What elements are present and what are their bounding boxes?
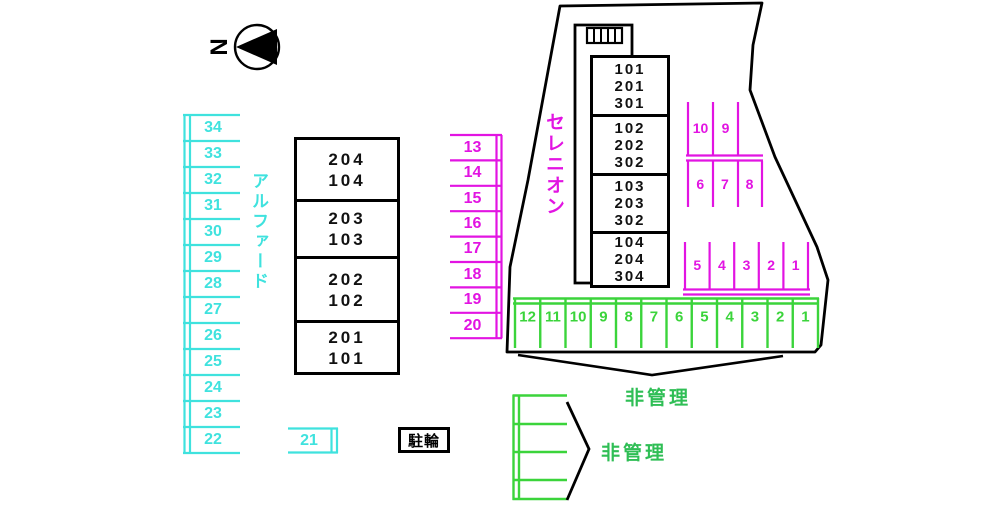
space-number: 15: [463, 189, 482, 207]
space-number: 5: [700, 308, 709, 326]
stairs-icon: [585, 26, 624, 45]
space-number: 12: [519, 308, 536, 326]
unit-cell: 101 201 301: [614, 60, 646, 112]
space-number: 7: [720, 176, 729, 192]
green-row-lines: [513, 297, 820, 348]
space-number: 1: [791, 257, 800, 273]
pink-column-lines: [450, 133, 503, 340]
space-number: 34: [204, 119, 222, 136]
space-number: 26: [204, 327, 222, 344]
space-number: 7: [649, 308, 659, 326]
space-number: 10: [569, 308, 587, 326]
space-number: 23: [204, 405, 222, 422]
space-number: 4: [717, 257, 726, 273]
angle-bracket: [565, 401, 591, 501]
space-number: 29: [204, 249, 222, 266]
space-number: 3: [742, 257, 751, 273]
space-number: 27: [204, 301, 222, 318]
unit-cell: 201 101: [297, 320, 397, 372]
space-number: 4: [725, 308, 734, 326]
north-arrow-icon: [233, 23, 281, 71]
unit-cell: 203 103: [297, 199, 397, 256]
building-name-label: セレニオン: [543, 112, 564, 217]
space-number: 14: [463, 164, 482, 182]
space-number: 2: [775, 308, 785, 326]
bicycle-parking-sign: 駐輪: [398, 427, 450, 453]
space-number: 21: [300, 432, 318, 449]
space-number: 18: [463, 265, 482, 283]
unmanaged-label-bottom: 非管理: [600, 443, 667, 464]
unit-cell: 103 203 302: [593, 173, 667, 231]
unit-cell: 204 104: [328, 149, 366, 190]
space-number: 1: [801, 308, 810, 326]
left-lot-label: アルファード: [249, 172, 268, 292]
space-number: 3: [750, 308, 760, 326]
unmanaged-label-right: 非管理: [624, 388, 691, 409]
space-number: 8: [624, 308, 633, 326]
space-number: 9: [599, 308, 608, 326]
space-number: 31: [204, 197, 222, 214]
space-number: 16: [463, 214, 482, 232]
space-number: 30: [204, 223, 222, 240]
space-number: 2: [767, 257, 775, 273]
green-comb-lines: [512, 394, 567, 501]
unit-cell: 102 202 302: [593, 114, 667, 173]
pink-upper-block-lines: [686, 102, 764, 207]
space-number: 6: [696, 176, 705, 192]
space-number: 20: [463, 316, 482, 334]
space-number: 28: [204, 275, 222, 292]
space-number: 22: [204, 431, 222, 448]
left-lot-lines: [183, 113, 240, 455]
space-number: 13: [463, 138, 482, 156]
site-boundary: [505, 1, 830, 377]
north-letter: N: [206, 38, 233, 56]
space-number: 10: [692, 120, 709, 136]
space-number: 19: [463, 291, 482, 309]
building-outline: [573, 23, 634, 285]
space-number: 9: [721, 120, 730, 136]
space-number: 5: [693, 257, 702, 273]
space-number: 17: [463, 240, 482, 258]
space-number: 6: [674, 308, 684, 326]
space-number: 11: [544, 308, 561, 326]
space-number: 33: [204, 145, 222, 162]
space-number: 32: [204, 171, 222, 188]
unit-cell: 104 204 304: [593, 231, 667, 285]
space-number: 8: [745, 176, 754, 192]
space-number: 25: [204, 353, 222, 370]
space-21-lines: [288, 427, 339, 454]
unit-cell: 202 102: [297, 256, 397, 320]
space-number: 24: [204, 379, 222, 396]
pink-bottom-row-lines: [683, 242, 810, 296]
